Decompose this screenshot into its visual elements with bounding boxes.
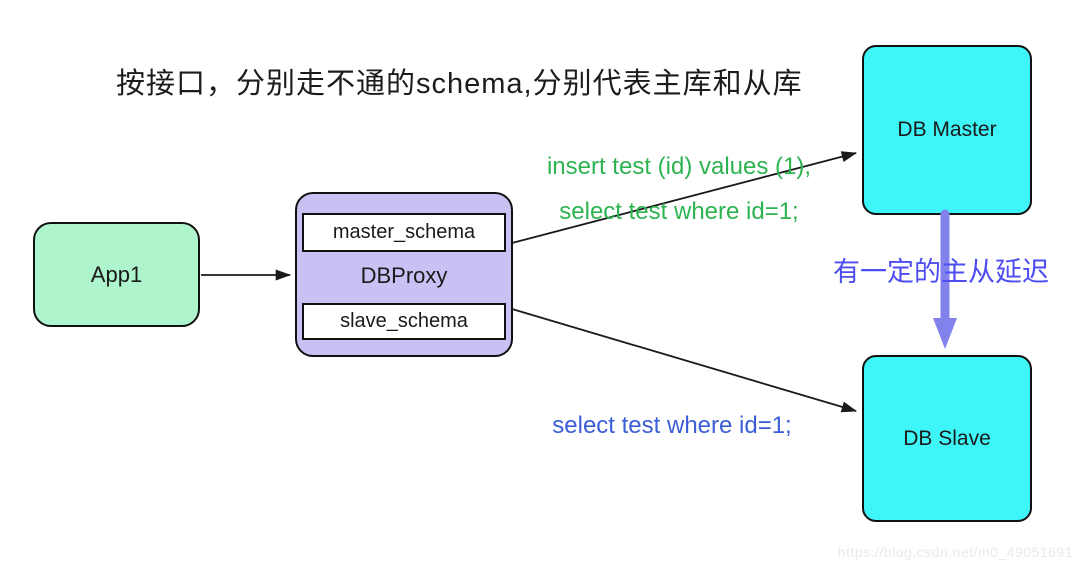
db-slave-label: DB Slave xyxy=(903,426,991,450)
db-master-label: DB Master xyxy=(897,118,997,141)
dbproxy-label: DBProxy xyxy=(360,263,448,288)
label-master-query-line1: insert test (id) values (1), xyxy=(546,153,812,180)
diagram-title: 按接口，分别走不通的schema,分别代表主库和从库 xyxy=(116,68,803,100)
app1-label: App1 xyxy=(90,261,143,287)
replication-delay-arrow-head xyxy=(933,318,957,349)
label-replication-delay: 有一定的主从延迟 xyxy=(833,257,1049,287)
master-schema-label: master_schema xyxy=(332,221,476,243)
arrow-slave-schema-to-db-slave xyxy=(511,308,858,413)
master-schema-box: master_schema xyxy=(302,213,506,252)
dbproxy-node: master_schema DBProxy slave_schema xyxy=(295,192,513,357)
watermark: https://blog.csdn.net/m0_49051691 xyxy=(837,544,1073,560)
app1-node: App1 xyxy=(33,222,200,327)
slave-schema-box: slave_schema xyxy=(302,303,506,340)
label-master-query-line2: select test where id=1; xyxy=(559,198,799,225)
label-slave-query: select test where id=1; xyxy=(552,412,792,439)
slave-schema-label: slave_schema xyxy=(340,310,468,332)
db-master-node: DB Master xyxy=(862,45,1032,215)
db-slave-node: DB Slave xyxy=(862,355,1032,522)
